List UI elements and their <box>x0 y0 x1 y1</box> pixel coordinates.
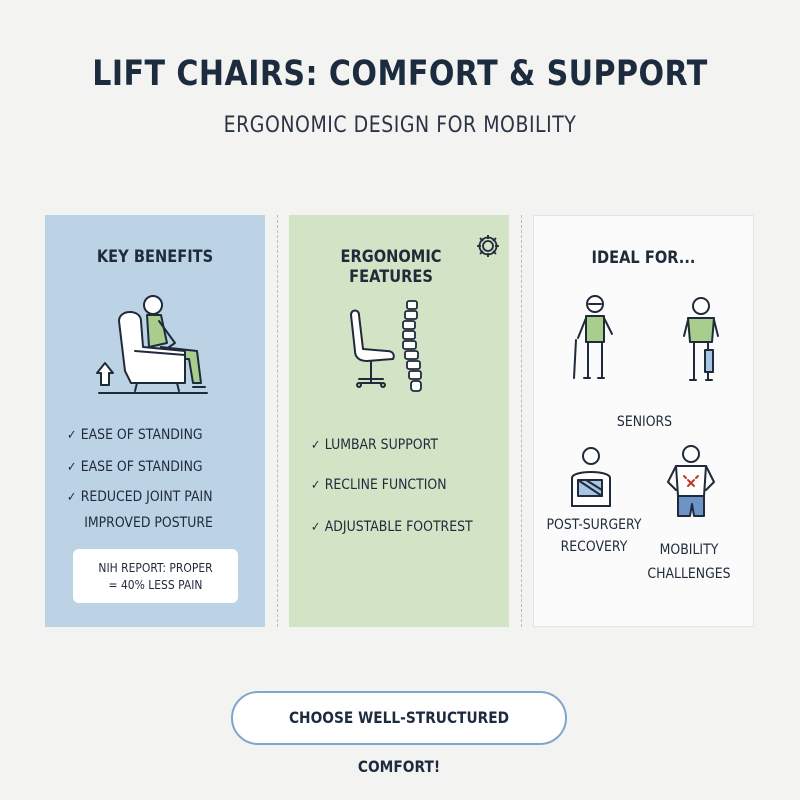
choose-comfort-button[interactable]: CHOOSE WELL-STRUCTURED COMFORT! <box>231 691 567 776</box>
list-item: ✓EASE OF STANDING <box>67 459 203 475</box>
lift-chair-person-icon <box>96 295 208 394</box>
list-item: IMPROVED POSTURE <box>84 515 213 531</box>
ideal-for-heading: IDEAL FOR... <box>591 248 696 268</box>
page-subtitle: ERGONOMIC DESIGN FOR MOBILITY <box>223 113 577 138</box>
list-item: ✓LUMBAR SUPPORT <box>311 437 438 453</box>
nih-report-note: NIH REPORT: PROPER = 40% LESS PAIN <box>73 549 238 603</box>
gear-icon[interactable] <box>475 233 501 259</box>
key-benefits-panel: KEY BENEFITS ✓EASE OF STANDING ✓EASE OF … <box>45 215 265 627</box>
check-icon: ✓ <box>311 520 321 535</box>
person-back-pain-icon <box>667 445 715 517</box>
list-item: ✓ADJUSTABLE FOOTREST <box>311 519 473 535</box>
check-icon: ✓ <box>67 460 77 475</box>
list-item: ✓REDUCED JOINT PAIN <box>67 489 213 505</box>
ergonomic-features-panel: ERGONOMIC FEATURES ✓LUMBAR SUPPORT ✓REC <box>289 215 509 627</box>
senior-with-cane-icon <box>573 295 613 379</box>
key-benefits-heading: KEY BENEFITS <box>96 247 214 267</box>
check-icon: ✓ <box>311 438 321 453</box>
page-title: LIFT CHAIRS: COMFORT & SUPPORT <box>92 54 708 94</box>
person-with-arm-sling-icon <box>571 447 611 507</box>
person-with-leg-brace-icon <box>683 297 719 381</box>
check-icon: ✓ <box>67 428 77 443</box>
check-icon: ✓ <box>67 490 77 505</box>
chair-spine-icon <box>350 300 422 392</box>
seniors-label: SENIORS <box>616 414 673 430</box>
divider <box>521 215 522 627</box>
list-item: ✓EASE OF STANDING <box>67 427 203 443</box>
mobility-challenges-label: MOBILITY CHALLENGES <box>647 542 731 582</box>
divider <box>277 215 278 627</box>
post-surgery-recovery-label: POST-SURGERY RECOVERY <box>546 517 642 555</box>
ideal-for-panel: IDEAL FOR... SENIORS <box>533 215 754 627</box>
features-list: ✓LUMBAR SUPPORT ✓RECLINE FUNCTION ✓ADJUS… <box>311 437 499 535</box>
check-icon: ✓ <box>311 478 321 493</box>
ergonomic-features-heading: ERGONOMIC FEATURES <box>340 247 442 287</box>
list-item: ✓RECLINE FUNCTION <box>311 477 447 493</box>
benefits-list: ✓EASE OF STANDING ✓EASE OF STANDING ✓RED… <box>67 427 255 531</box>
